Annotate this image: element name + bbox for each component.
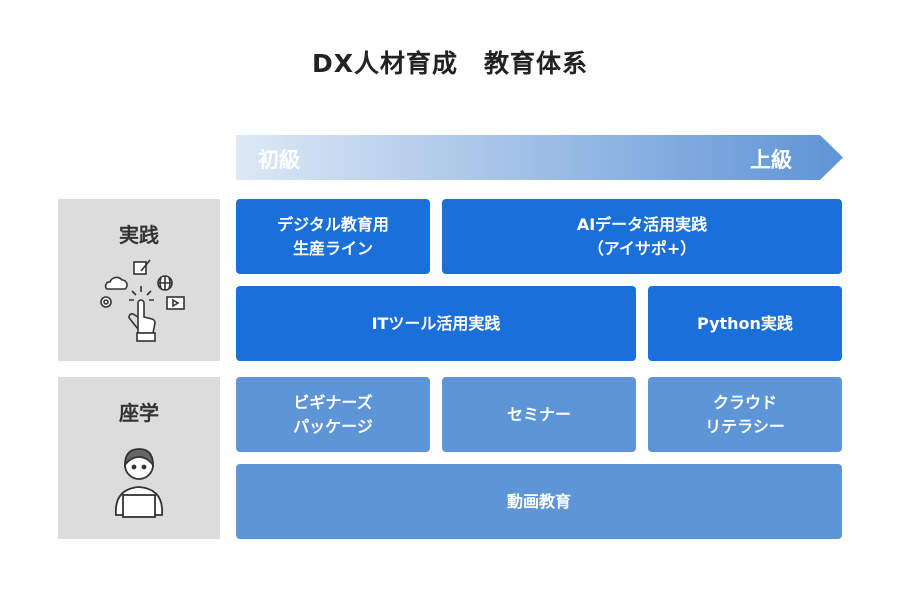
level-end: 上級 [750,148,792,172]
practice-label: 実践 [119,223,159,247]
course-cloud[interactable]: クラウド リテラシー [648,377,842,452]
page-title: DX人材育成 教育体系 [311,49,589,78]
practice-panel: 実践 [58,199,220,361]
course-python[interactable]: Python実践 [648,286,842,361]
classroom-panel: 座学 [58,377,220,539]
person-laptop-icon [115,448,163,518]
classroom-label: 座学 [119,401,159,425]
tap-apps-icon [100,259,185,342]
course-digital-line[interactable]: デジタル教育用 生産ライン [236,199,430,274]
course-beginners[interactable]: ビギナーズ パッケージ [236,377,430,452]
course-it-tools[interactable]: ITツール活用実践 [236,286,636,361]
level-arrow [236,135,843,180]
course-ai-data[interactable]: AIデータ活用実践 （アイサポ+） [442,199,842,274]
course-video[interactable]: 動画教育 [236,464,842,539]
level-start: 初級 [258,148,300,172]
course-seminar[interactable]: セミナー [442,377,636,452]
